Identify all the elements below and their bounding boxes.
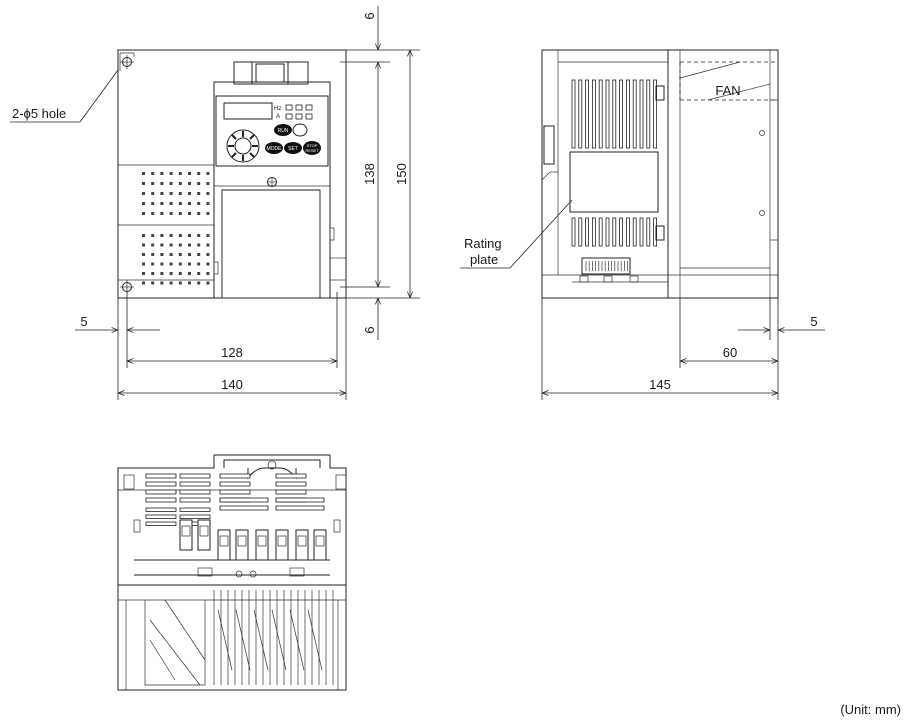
svg-text:MODE: MODE	[267, 146, 283, 152]
front-view: Hz A RUN	[117, 49, 347, 299]
led-display	[223, 102, 273, 120]
front-height-holes: 138	[362, 163, 377, 185]
bottom-vent-slots	[145, 473, 325, 526]
rating-plate-label-line2: plate	[470, 252, 498, 267]
side-depth-dimensions: 145 60 5	[541, 298, 825, 400]
top-tab	[233, 61, 309, 85]
side-fan-depth: 60	[723, 345, 737, 360]
set-button-icon	[284, 142, 302, 154]
mode-button-icon	[265, 142, 283, 154]
front-width-holes: 128	[221, 345, 243, 360]
side-vent-slots-bottom	[571, 217, 657, 247]
svg-text:RUN: RUN	[278, 128, 289, 134]
side-body-outline	[541, 49, 669, 299]
front-bottom-margin: 6	[362, 326, 377, 333]
front-width-outer: 140	[221, 377, 243, 392]
bottom-view	[117, 454, 347, 691]
front-width-dimensions: 140 128 5	[75, 292, 347, 400]
mounting-hole-bottom	[120, 280, 134, 294]
main-circuit-terminals	[179, 519, 327, 561]
unit-note: (Unit: mm)	[840, 702, 901, 717]
bottom-body-outline	[117, 454, 347, 586]
panel-a-label: A	[276, 114, 280, 120]
indicator-icon	[292, 123, 308, 137]
side-view: FAN	[541, 49, 779, 299]
panel-hz-label: Hz	[274, 106, 281, 112]
front-hole-offset: 5	[80, 314, 87, 329]
svg-text:RESET: RESET	[305, 148, 319, 153]
cover-screw-icon	[267, 177, 277, 187]
operation-panel: Hz A RUN	[215, 95, 329, 167]
hole-note: 2-ϕ5 hole	[12, 106, 66, 121]
front-height-dimensions: 150 138 6 6	[340, 6, 420, 340]
front-vent-grid	[142, 172, 210, 285]
heatsink-fins	[213, 590, 334, 685]
side-depth-total: 145	[649, 377, 671, 392]
side-vent-slots-top	[571, 79, 657, 149]
bottom-connector	[581, 257, 631, 275]
run-button-icon	[274, 124, 292, 136]
front-top-margin: 6	[362, 12, 377, 19]
side-back-offset: 5	[810, 314, 817, 329]
front-height-total: 150	[394, 163, 409, 185]
svg-text:STOP: STOP	[307, 143, 318, 148]
svg-text:SET: SET	[288, 146, 298, 152]
rating-plate	[569, 151, 659, 213]
rating-plate-leader	[509, 199, 573, 269]
setting-dial-icon	[226, 129, 260, 163]
stop-reset-button-icon	[303, 141, 321, 155]
fan-label: FAN	[715, 83, 740, 98]
rating-plate-label-line1: Rating	[464, 236, 502, 251]
hole-leader-line	[79, 69, 119, 123]
mounting-hole-top	[119, 52, 135, 71]
